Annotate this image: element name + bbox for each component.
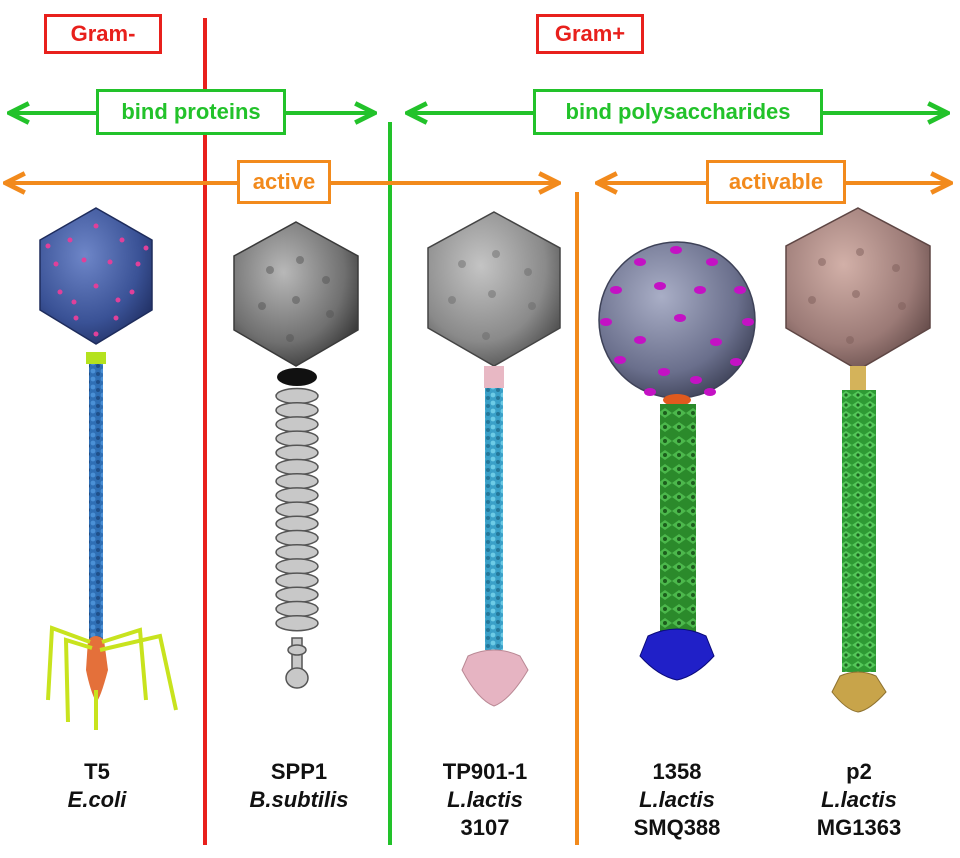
phage-name: T5: [84, 759, 110, 784]
spp1-tail-ring: [275, 458, 319, 476]
phage-name: TP901-1: [442, 759, 528, 784]
spp1-tail-ring: [275, 572, 319, 589]
spp1-tail-ring: [275, 614, 319, 632]
gram-negative-label: Gram-: [44, 14, 162, 54]
spp1-tail-ring: [275, 558, 319, 575]
phage-1358-illustration: [598, 241, 756, 681]
phage-label-spp1: SPP1 B.subtilis: [214, 758, 384, 814]
phage-spp1-illustration: [233, 221, 359, 689]
phage-label-t5: T5 E.coli: [12, 758, 182, 814]
phage-label-p2: p2 L.lactis MG1363: [774, 758, 944, 842]
phage-name: 1358: [652, 759, 702, 784]
active-label: active: [237, 160, 331, 204]
spp1-tail-ring: [275, 444, 319, 462]
phage-host: E.coli: [67, 787, 127, 812]
spp1-tail-ring: [275, 387, 319, 405]
phage-strain: 3107: [460, 815, 510, 840]
phage-name: SPP1: [270, 759, 328, 784]
phage-label-1358: 1358 L.lactis SMQ388: [592, 758, 762, 842]
bind-proteins-label: bind proteins: [96, 89, 286, 135]
spp1-tail-ring: [275, 600, 319, 618]
phage-name: p2: [846, 759, 872, 784]
phage-host: L.lactis: [639, 787, 715, 812]
spp1-tail-ring: [275, 529, 319, 547]
spp1-tail-ring: [275, 401, 319, 419]
gram-positive-label: Gram+: [536, 14, 644, 54]
phage-strain: SMQ388: [633, 815, 721, 840]
spp1-tail-ring: [275, 430, 319, 447]
phage-host: L.lactis: [447, 787, 523, 812]
spp1-tail-ring: [275, 543, 319, 561]
phage-p2-illustration: [785, 207, 931, 713]
spp1-tail-ring: [275, 515, 319, 533]
spp1-tail-ring: [275, 472, 319, 490]
phage-strain: MG1363: [816, 815, 902, 840]
phage-host: L.lactis: [821, 787, 897, 812]
spp1-tail-ring: [275, 501, 319, 518]
activable-label: activable: [706, 160, 846, 204]
spp1-tail-ring: [275, 416, 319, 433]
phage-host: B.subtilis: [249, 787, 349, 812]
spp1-tail-ring: [275, 487, 319, 504]
phage-tp901-illustration: [427, 211, 561, 707]
spp1-tail-ring: [275, 586, 319, 604]
bind-polysaccharides-label: bind polysaccharides: [533, 89, 823, 135]
phage-label-tp901: TP901-1 L.lactis 3107: [400, 758, 570, 842]
phage-t5-illustration: [39, 207, 178, 730]
